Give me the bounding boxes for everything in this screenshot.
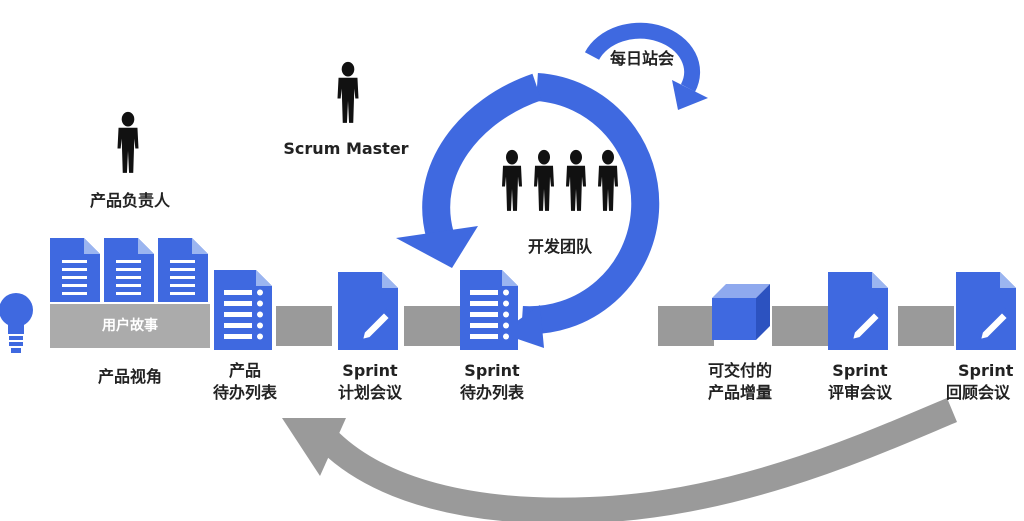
sprint-cycle-left-arrowhead [396,226,478,268]
sprint-cycle-arrow [521,73,660,335]
scrum-master-icon [337,61,359,123]
user-story-document-icon [104,238,154,302]
sprint-review-edit-icon [828,272,888,350]
product-vision-label: 产品视角 [97,367,162,386]
daily-standup-label: 每日站会 [609,49,674,68]
product-owner-label: 产品负责人 [89,191,170,210]
pipeline-bar-4 [772,306,828,346]
feedback-arrowhead [282,418,346,476]
user-stories-label: 用户故事 [102,318,158,334]
user-story-bar [50,304,210,348]
daily-standup-arrow [584,22,701,92]
pipeline-bar-5 [898,306,954,346]
daily-standup-arrowhead [672,80,708,110]
sprint-planning-edit-icon [338,272,398,350]
sprint-backlog-checklist-icon [460,270,518,350]
sprint-review-label: Sprint 评审会议 [827,361,892,402]
scrum-master-label: Scrum Master [283,139,409,158]
sprint-planning-label: Sprint 计划会议 [337,361,402,402]
dev-team-icon [502,149,618,211]
product-backlog-checklist-icon [214,270,272,350]
sprint-cycle-arrowhead [500,305,544,348]
user-story-document-icon [158,238,208,302]
sprint-backlog-label: Sprint 待办列表 [459,361,524,402]
increment-cube-icon [712,284,770,340]
sprint-cycle-arrow-left [422,73,542,239]
product-backlog-label: 产品 待办列表 [212,361,277,402]
lightbulb-icon [0,293,33,353]
dev-team-label: 开发团队 [527,237,592,256]
pipeline-bar-3 [658,306,714,346]
sprint-retro-label: Sprint 回顾会议 [946,361,1014,402]
pipeline-bar-2 [404,306,460,346]
user-story-document-icon [50,238,100,302]
product-owner-icon [117,111,139,173]
pipeline-bar-1 [276,306,332,346]
feedback-arrow [321,398,958,521]
sprint-retro-edit-icon [956,272,1016,350]
increment-label: 可交付的 产品增量 [707,361,772,402]
